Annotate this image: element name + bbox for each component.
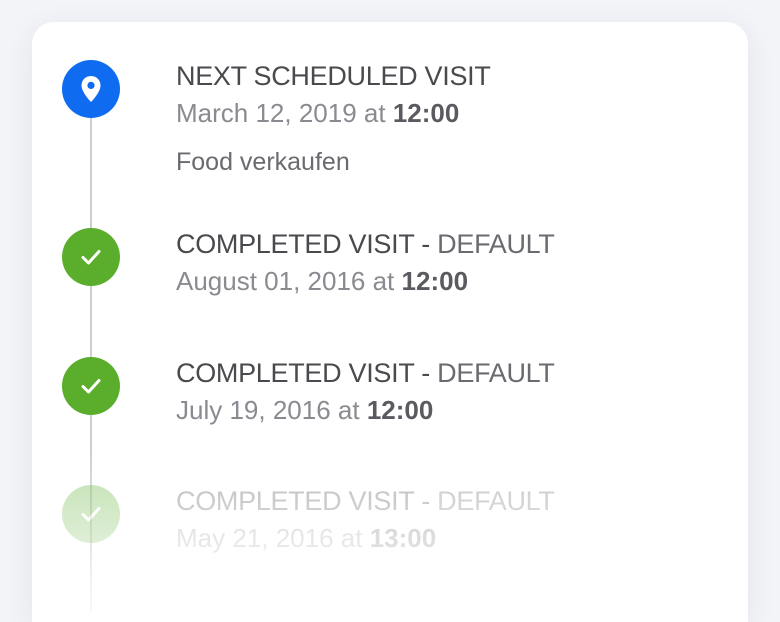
visit-date: July 19, 2016 at 12:00 [176, 395, 555, 425]
timeline-line [90, 92, 92, 612]
visit-date: March 12, 2019 at 12:00 [176, 98, 491, 128]
visit-date-label: May 21, 2016 at [176, 523, 363, 553]
visit-time: 12:00 [392, 98, 460, 128]
visit-time: 13:00 [369, 523, 437, 553]
visit-title: COMPLETED VISIT - DEFAULT [176, 485, 555, 517]
checkmark-icon [62, 357, 120, 415]
location-pin-icon [62, 60, 120, 118]
checkmark-icon [62, 485, 120, 543]
visit-date-label: July 19, 2016 at [176, 395, 360, 425]
visit-title-suffix: DEFAULT [437, 486, 555, 516]
visit-title-label: COMPLETED VISIT - [176, 358, 438, 388]
visit-date-label: August 01, 2016 at [176, 266, 395, 296]
visit-date: May 21, 2016 at 13:00 [176, 523, 555, 553]
visit-date-label: March 12, 2019 at [176, 98, 386, 128]
visit-title: COMPLETED VISIT - DEFAULT [176, 228, 555, 260]
visit-time: 12:00 [401, 266, 469, 296]
visit-title-label: COMPLETED VISIT - [176, 486, 438, 516]
visit-time: 12:00 [366, 395, 434, 425]
visit-title: NEXT SCHEDULED VISIT [176, 60, 491, 92]
visit-title-suffix: DEFAULT [437, 358, 555, 388]
visit-title-suffix: DEFAULT [437, 229, 555, 259]
visit-date: August 01, 2016 at 12:00 [176, 266, 555, 296]
visit-timeline-card: NEXT SCHEDULED VISIT March 12, 2019 at 1… [32, 22, 748, 622]
visit-title-label: COMPLETED VISIT - [176, 229, 438, 259]
checkmark-icon [62, 228, 120, 286]
visit-note: Food verkaufen [176, 148, 350, 176]
visit-title-label: NEXT SCHEDULED VISIT [176, 61, 491, 91]
visit-title: COMPLETED VISIT - DEFAULT [176, 357, 555, 389]
